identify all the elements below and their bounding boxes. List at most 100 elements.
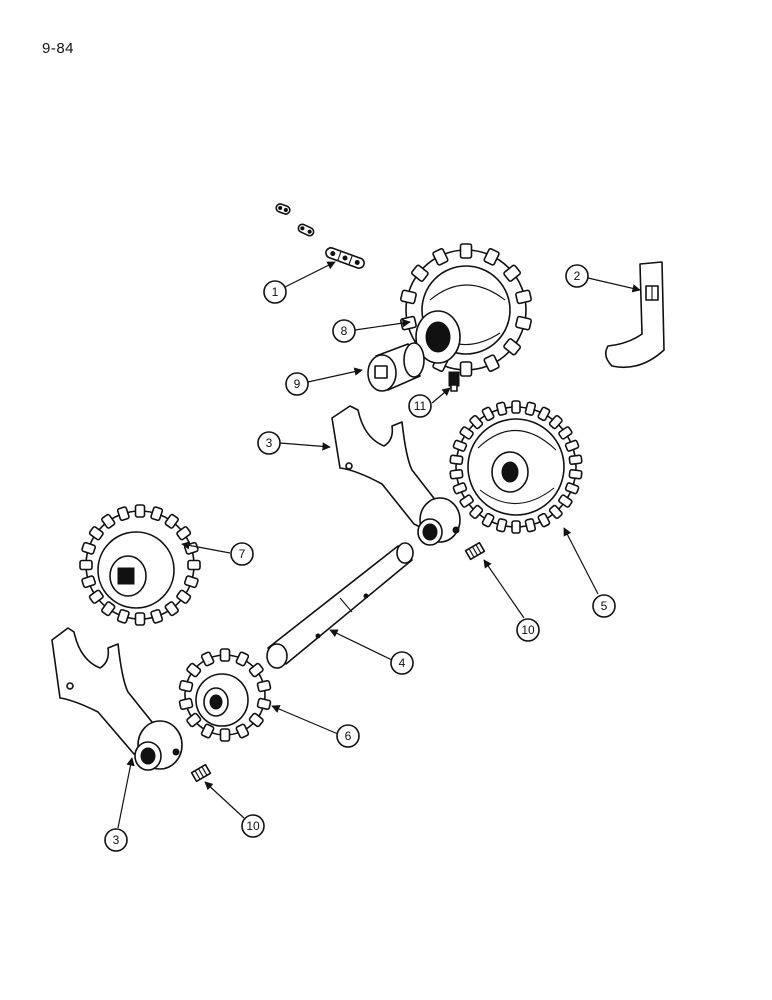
sprocket-tooth <box>200 723 215 739</box>
sprocket-tooth <box>183 575 199 589</box>
sprocket-tooth <box>134 504 146 518</box>
sprocket-tooth <box>176 589 192 604</box>
sprocket-tooth <box>88 526 104 541</box>
callout-10-lower: 10 <box>241 814 265 838</box>
sprocket-tooth <box>186 662 202 678</box>
grease-fitting-part-top <box>448 371 460 392</box>
svg-text:9: 9 <box>294 377 301 391</box>
chain-links-part <box>275 203 365 269</box>
sprocket-tooth <box>432 248 449 266</box>
sprocket-tooth <box>235 723 250 739</box>
sprocket-tooth <box>564 439 580 452</box>
callout-11: 11 <box>408 394 432 418</box>
sprocket-tooth <box>459 243 473 259</box>
sprocket-tooth <box>81 575 97 589</box>
svg-text:6: 6 <box>345 729 352 743</box>
sprocket-tooth <box>219 648 231 662</box>
page-number: 9-84 <box>42 40 75 57</box>
callout-10-upper: 10 <box>516 618 540 642</box>
left-sprocket-part <box>79 504 201 626</box>
svg-text:1: 1 <box>272 285 279 299</box>
sprocket-tooth <box>511 520 521 534</box>
sprocket-tooth <box>79 559 93 571</box>
sprocket-tooth <box>483 248 500 266</box>
sprocket-tooth <box>400 289 417 305</box>
support-arm-part-lower <box>51 627 183 771</box>
sprocket-tooth <box>200 651 215 667</box>
sprocket-tooth <box>558 426 573 440</box>
bushing-part <box>367 342 425 392</box>
callout-8: 8 <box>332 319 356 343</box>
callout-1: 1 <box>263 280 287 304</box>
sprocket-tooth <box>186 712 202 728</box>
sprocket-tooth <box>515 315 532 331</box>
sprocket-tooth <box>256 679 272 693</box>
sprocket-tooth <box>164 513 179 529</box>
svg-text:11: 11 <box>414 399 427 413</box>
sprocket-tooth <box>515 289 532 305</box>
sprocket-tooth <box>548 504 563 520</box>
sprocket-tooth <box>449 468 464 480</box>
svg-text:10: 10 <box>521 623 535 637</box>
sprocket-tooth <box>459 494 474 508</box>
grease-fitting-part-upper <box>464 541 486 561</box>
svg-text:2: 2 <box>574 269 581 283</box>
sprocket-tooth <box>134 612 146 626</box>
sprocket-tooth <box>568 454 583 466</box>
drive-sprocket-part <box>449 400 583 534</box>
svg-text:5: 5 <box>601 599 608 613</box>
sprocket-tooth <box>101 513 116 529</box>
svg-text:3: 3 <box>266 436 273 450</box>
sprocket-tooth <box>524 401 537 416</box>
callout-3-upper: 3 <box>257 431 281 455</box>
shaft-part <box>266 542 414 669</box>
sprocket-tooth <box>164 601 179 617</box>
callout-2: 2 <box>565 264 589 288</box>
sprocket-tooth <box>548 414 563 430</box>
sprocket-tooth <box>452 482 468 495</box>
sprocket-tooth <box>483 354 500 372</box>
sprocket-tooth <box>481 406 495 422</box>
callout-6: 6 <box>336 724 360 748</box>
sprocket-tooth <box>410 264 429 282</box>
l-bracket-part <box>604 261 665 369</box>
sprocket-tooth <box>459 426 474 440</box>
leader-lines <box>117 261 641 829</box>
svg-text:7: 7 <box>239 547 246 561</box>
sprocket-tooth <box>469 504 484 520</box>
callout-4: 4 <box>390 651 414 675</box>
sprocket-tooth <box>150 608 164 624</box>
large-sprocket-part <box>400 243 532 377</box>
sprocket-tooth <box>178 679 194 693</box>
sprocket-tooth <box>150 506 164 522</box>
sprocket-tooth <box>452 439 468 452</box>
sprocket-tooth <box>511 400 521 414</box>
sprocket-tooth <box>524 518 537 533</box>
sprocket-tooth <box>558 494 573 508</box>
svg-text:8: 8 <box>341 324 348 338</box>
sprocket-tooth <box>178 697 194 711</box>
sprocket-tooth <box>503 264 522 282</box>
sprocket-tooth <box>568 468 583 480</box>
sprocket-tooth <box>459 361 473 377</box>
sprocket-tooth <box>248 662 264 678</box>
sprocket-tooth <box>235 651 250 667</box>
callout-5: 5 <box>592 594 616 618</box>
callout-3-lower: 3 <box>104 828 128 852</box>
svg-text:4: 4 <box>399 656 406 670</box>
sprocket-tooth <box>449 454 464 466</box>
sprocket-tooth <box>81 541 97 555</box>
sprocket-tooth <box>219 728 231 742</box>
sprocket-tooth <box>101 601 116 617</box>
sprocket-tooth <box>537 512 551 528</box>
svg-text:3: 3 <box>113 833 120 847</box>
grease-fitting-part-lower <box>190 763 212 783</box>
sprocket-tooth <box>176 526 192 541</box>
sprocket-tooth <box>503 338 522 356</box>
small-sprocket-part <box>178 648 272 742</box>
sprocket-tooth <box>469 414 484 430</box>
sprocket-tooth <box>187 559 201 571</box>
callout-9: 9 <box>285 372 309 396</box>
svg-text:10: 10 <box>246 819 260 833</box>
